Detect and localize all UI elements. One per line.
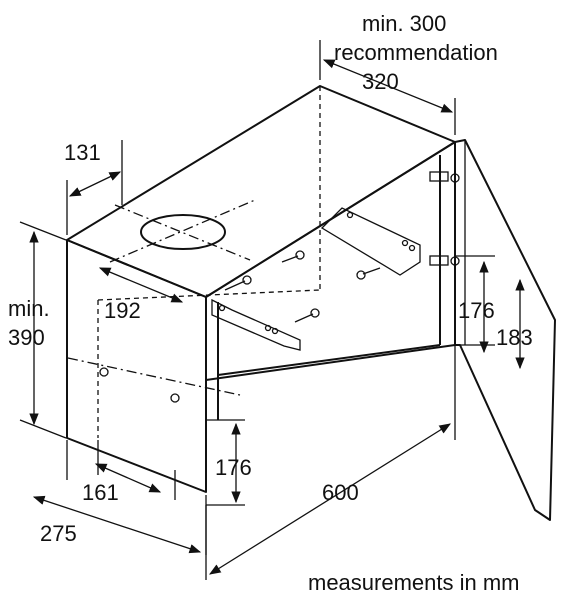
label-275: 275	[40, 521, 77, 546]
wall-cabinet	[66, 85, 456, 493]
bracket-upper-hole-3	[408, 244, 416, 252]
screw-3	[356, 267, 381, 280]
label-390: 390	[8, 325, 45, 350]
label-600: 600	[322, 480, 359, 505]
hinge-top	[429, 171, 449, 182]
cabinet-top	[66, 85, 456, 298]
hole-axis-line	[67, 357, 241, 396]
label-176-right: 176	[458, 298, 495, 323]
duct-hole	[140, 214, 226, 250]
label-measurements: measurements in mm	[308, 570, 520, 595]
label-183: 183	[496, 325, 533, 350]
bracket-lower-hole-3	[271, 327, 279, 335]
dimension-lines	[19, 40, 525, 580]
bracket-lower-hole-1	[218, 304, 226, 312]
duct-opening	[109, 199, 256, 263]
label-131: 131	[64, 140, 101, 165]
cabinet-bottom-edge	[205, 344, 456, 492]
screw-4	[294, 308, 320, 323]
ext-390-b	[19, 419, 67, 439]
screw-1	[224, 275, 252, 291]
bracket-upper-hole-2	[401, 239, 409, 247]
bracket-lower	[211, 298, 301, 351]
label-recommendation: recommendation	[334, 40, 498, 65]
dim-275	[32, 495, 202, 554]
dim-161	[94, 463, 162, 493]
hinge-bottom	[429, 255, 449, 266]
bracket-upper-hole-1	[346, 211, 354, 219]
dim-131	[68, 171, 122, 197]
dim-192	[98, 267, 184, 303]
side-hole-2	[170, 393, 180, 403]
cabinet-left-side	[66, 239, 207, 493]
label-min: min.	[8, 296, 50, 321]
cabinet-inner-bottom	[217, 344, 441, 376]
dim-320	[322, 59, 454, 113]
label-192: 192	[104, 298, 141, 323]
duct-axis-a	[114, 204, 251, 261]
dim-600	[209, 423, 451, 575]
bracket-upper	[320, 207, 421, 276]
mounting-hardware	[67, 207, 421, 403]
side-hole-1	[99, 367, 109, 377]
cabinet-door	[429, 139, 556, 521]
dimension-labels: min. 300 recommendation 320 131 min. 390…	[8, 11, 533, 595]
hinge-top-pin	[450, 173, 460, 183]
bracket-lower-hole-2	[264, 324, 272, 332]
label-176-bottom: 176	[215, 455, 252, 480]
label-320: 320	[362, 69, 399, 94]
screw-2	[281, 250, 305, 263]
duct-axis-b	[109, 199, 256, 263]
label-min-300: min. 300	[362, 11, 446, 36]
hinge-bottom-pin	[450, 256, 460, 266]
label-161: 161	[82, 480, 119, 505]
ext-390-a	[19, 221, 67, 241]
